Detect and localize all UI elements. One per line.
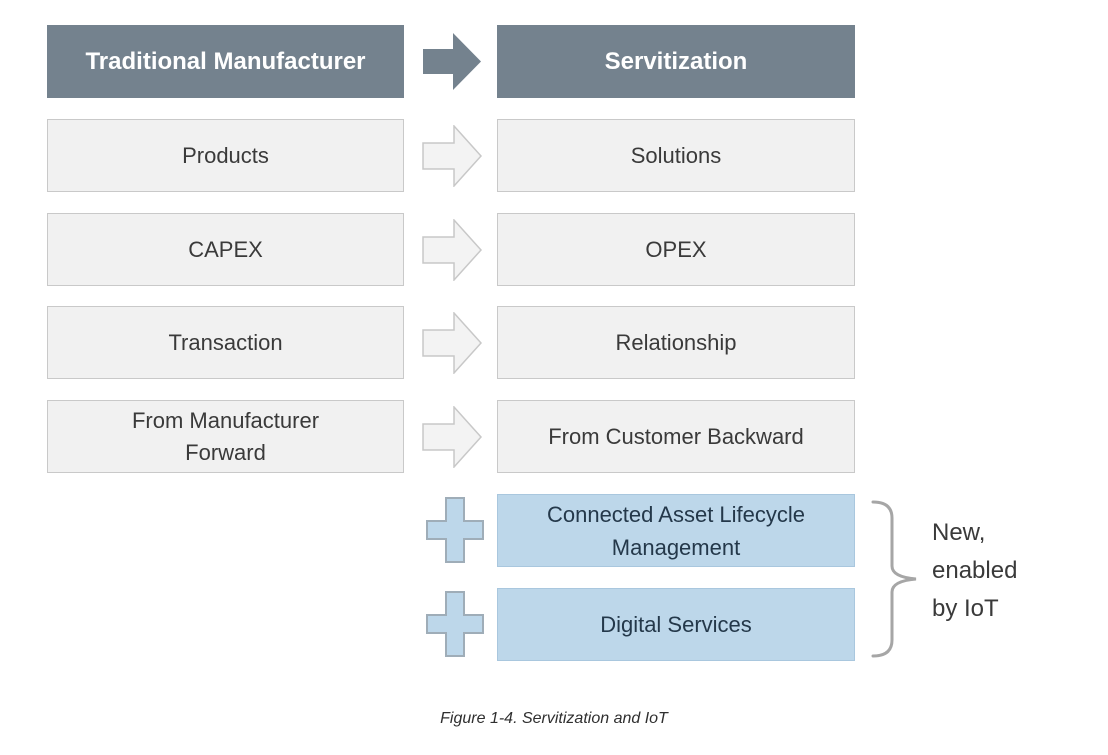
header-box-servitization: Servitization (497, 25, 855, 98)
annotation-line: by IoT (932, 595, 999, 622)
annotation-line: New, (932, 519, 986, 546)
plus-icon (426, 591, 484, 662)
outline-right-arrow-icon (422, 311, 483, 379)
box-opex: OPEX (497, 213, 855, 286)
box-digital-services: Digital Services (497, 588, 855, 661)
box-connected-asset-lifecycle-management: Connected Asset Lifecycle Management (497, 494, 855, 567)
annotation-line: enabled (932, 557, 1018, 584)
label-products: Products (182, 142, 269, 168)
box-transaction: Transaction (47, 306, 404, 379)
label-solutions: Solutions (630, 142, 722, 168)
label-relationship: Relationship (615, 329, 737, 355)
box-solutions: Solutions (497, 119, 855, 192)
box-capex: CAPEX (47, 213, 404, 286)
outline-right-arrow-icon (422, 218, 483, 286)
box-from-customer-backward: From Customer Backward (497, 400, 855, 473)
plus-icon (426, 497, 484, 568)
solid-right-arrow-icon (423, 33, 481, 95)
label-capex: CAPEX (188, 236, 263, 262)
right-curly-brace-icon (871, 499, 919, 664)
outline-right-arrow-icon (422, 124, 483, 192)
header-box-traditional-manufacturer: Traditional Manufacturer (47, 25, 404, 98)
header-label-servitization: Servitization (604, 47, 748, 75)
outline-right-arrow-icon (422, 405, 483, 473)
label-from-customer-backward: From Customer Backward (548, 423, 804, 449)
box-from-manufacturer-forward: From Manufacturer Forward (47, 400, 404, 473)
label-connected-asset-lifecycle-management: Connected Asset Lifecycle Management (546, 501, 806, 560)
box-relationship: Relationship (497, 306, 855, 379)
label-opex: OPEX (645, 236, 707, 262)
label-transaction: Transaction (168, 329, 283, 355)
box-products: Products (47, 119, 404, 192)
figure-caption: Figure 1-4. Servitization and IoT (440, 710, 668, 727)
label-from-manufacturer-forward: From Manufacturer Forward (131, 407, 320, 465)
label-digital-services: Digital Services (600, 612, 752, 637)
header-label-traditional-manufacturer: Traditional Manufacturer (85, 47, 366, 75)
annotation-new-enabled-by-iot: New, enabled by IoT (932, 514, 1017, 628)
